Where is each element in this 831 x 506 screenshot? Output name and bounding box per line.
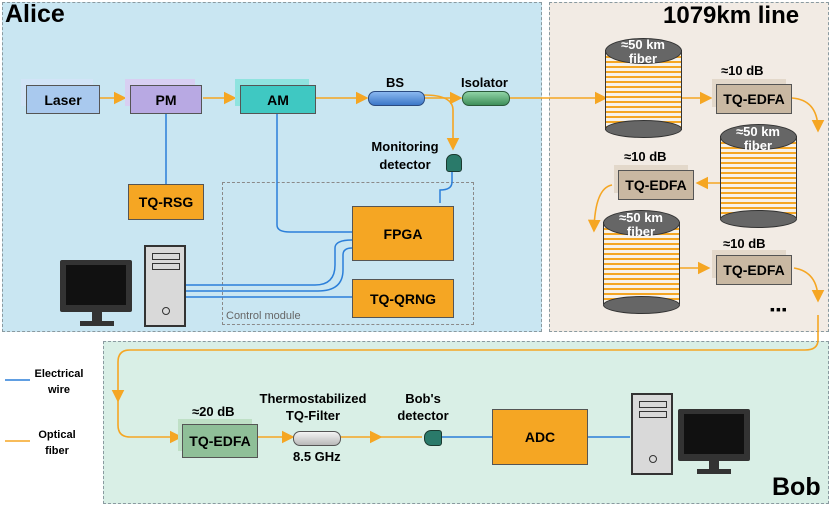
edfa-2-gain: ≈10 dB [624,149,667,164]
fiber-spool-2-label: ≈50 km fiber [736,124,780,153]
line-title: 1079km line [663,2,800,29]
filter-label: Thermostabilized TQ-Filter [259,391,367,423]
filter-bandwidth: 8.5 GHz [293,449,341,464]
alice-monitor-base [80,321,114,326]
alice-monitor-icon [60,260,132,312]
wire-pc-fpga-2 [185,247,353,292]
wire-am-fpga [276,112,352,233]
bob-detector-label: Bob's detector [397,391,449,423]
monitoring-detector-label: Monitoring detector [371,139,439,172]
bob-edfa-gain: ≈20 dB [192,404,235,419]
fiber-spool-3-label: ≈50 km fiber [619,210,663,239]
line-ellipsis: ▪▪▪ [770,301,788,317]
tq-filter [293,431,341,446]
alice-title: Alice [5,0,65,28]
fpga-box: FPGA [352,206,454,261]
edfa-3-gain: ≈10 dB [723,236,766,251]
alice-monitor-stand [92,312,102,322]
edfa-1-box: TQ-EDFA [716,84,792,114]
legend-optical-label: Optical fiber [38,429,76,457]
fiber-edfa2-spool3 [587,184,613,233]
isolator-label: Isolator [461,75,508,90]
tq-qrng-box: TQ-QRNG [352,279,454,318]
legend-electrical-label: Electrical wire [34,368,84,396]
fiber-spool-1-label: ≈50 km fiber [621,37,665,66]
laser-box: Laser [26,85,100,114]
am-box: AM [240,85,316,114]
fiber-spool-3 [603,210,680,314]
bob-monitor-base [697,469,731,474]
wire-detector-fpga [439,172,453,203]
fiber-spool-2 [720,124,797,228]
alice-tower-icon [144,245,186,327]
edfa-2-box: TQ-EDFA [618,170,694,200]
isolator [462,91,510,106]
fiber-edfa1-spool2 [791,97,825,133]
pm-box: PM [130,85,202,114]
tq-rsg-box: TQ-RSG [128,184,204,220]
adc-box: ADC [492,409,588,465]
beam-splitter [368,91,425,106]
fiber-line-to-bob [111,315,819,403]
monitoring-detector-icon [446,154,462,172]
edfa-3-box: TQ-EDFA [716,255,792,285]
edfa-1-gain: ≈10 dB [721,63,764,78]
control-module-frame [222,182,474,325]
bob-detector-icon [424,430,442,446]
bs-label: BS [386,75,405,90]
wire-pc-fpga-1 [185,239,353,286]
bob-monitor-stand [709,461,719,470]
fiber-bob-in [117,400,183,444]
bob-monitor-icon [678,409,750,461]
fiber-spool-1 [605,38,682,138]
bob-edfa-box: TQ-EDFA [182,424,258,458]
fiber-edfa3-out [793,267,825,303]
bob-tower-icon [631,393,673,475]
control-module-label: Control module [226,310,301,322]
bob-title: Bob [772,473,821,501]
fiber-bs-monitor [423,94,460,151]
